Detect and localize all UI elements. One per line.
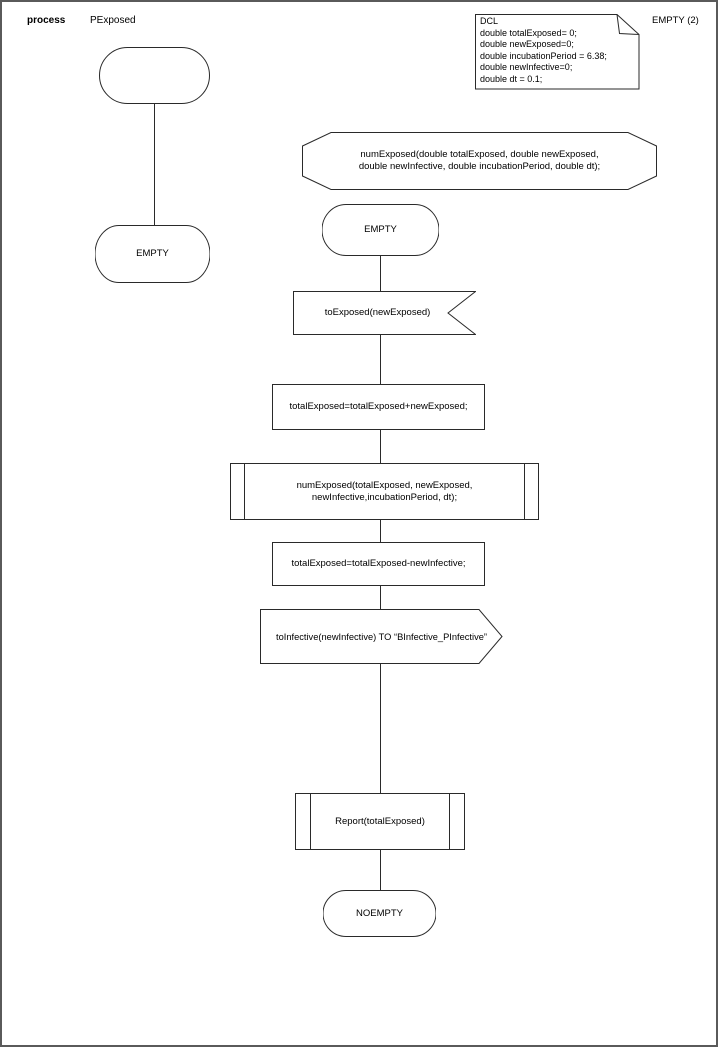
connector [380, 586, 381, 609]
task-add-exposed[interactable]: totalExposed=totalExposed+newExposed; [272, 384, 485, 430]
process-name-label: PExposed [90, 15, 136, 26]
connector [380, 335, 381, 384]
diagram-kind-label: process [27, 15, 66, 26]
procedure-declaration-shape [302, 132, 657, 190]
start-symbol[interactable] [99, 47, 210, 104]
state-empty[interactable]: EMPTY [322, 204, 439, 256]
connector [380, 256, 381, 291]
procedure-call-numexposed[interactable]: numExposed(totalExposed, newExposed, new… [230, 463, 539, 520]
procedure-call-shape [295, 793, 465, 850]
dcl-line: double dt = 0.1; [480, 73, 543, 84]
input-signal-shape [293, 291, 476, 335]
task-subtract-label: totalExposed=totalExposed-newInfective; [291, 558, 466, 569]
procedure-declaration[interactable]: numExposed(double totalExposed, double n… [302, 132, 657, 190]
output-signal-shape [260, 609, 503, 664]
procedure-call-report[interactable]: Report(totalExposed) [295, 793, 465, 850]
output-signal-toinfective[interactable]: toInfective(newInfective) TO “BInfective… [260, 609, 503, 664]
task-subtract-infective[interactable]: totalExposed=totalExposed-newInfective; [272, 542, 485, 586]
dcl-line: double totalExposed= 0; [480, 27, 577, 38]
state-noempty[interactable]: NOEMPTY [323, 890, 436, 937]
dcl-line: double incubationPeriod = 6.38; [480, 50, 607, 61]
dcl-declaration-note[interactable] [475, 14, 640, 90]
state-empty-left[interactable]: EMPTY [95, 225, 210, 283]
connector [380, 430, 381, 463]
state-shape [323, 890, 436, 937]
input-signal-toexposed[interactable]: toExposed(newExposed) [293, 291, 476, 335]
connector [380, 850, 381, 890]
connector-start-to-empty [154, 104, 155, 225]
connector [380, 664, 381, 793]
page-label: EMPTY (2) [652, 15, 699, 26]
dcl-note-text: DCL double totalExposed= 0; double newEx… [480, 16, 636, 86]
dcl-line: DCL [480, 16, 499, 26]
dcl-line: double newExposed=0; [480, 39, 574, 50]
state-shape [95, 225, 210, 283]
connector [380, 520, 381, 542]
task-add-label: totalExposed=totalExposed+newExposed; [289, 401, 468, 412]
procedure-call-shape [230, 463, 539, 520]
state-shape [322, 204, 439, 256]
dcl-line: double newInfective=0; [480, 62, 573, 73]
note-outline-shape [475, 14, 640, 90]
